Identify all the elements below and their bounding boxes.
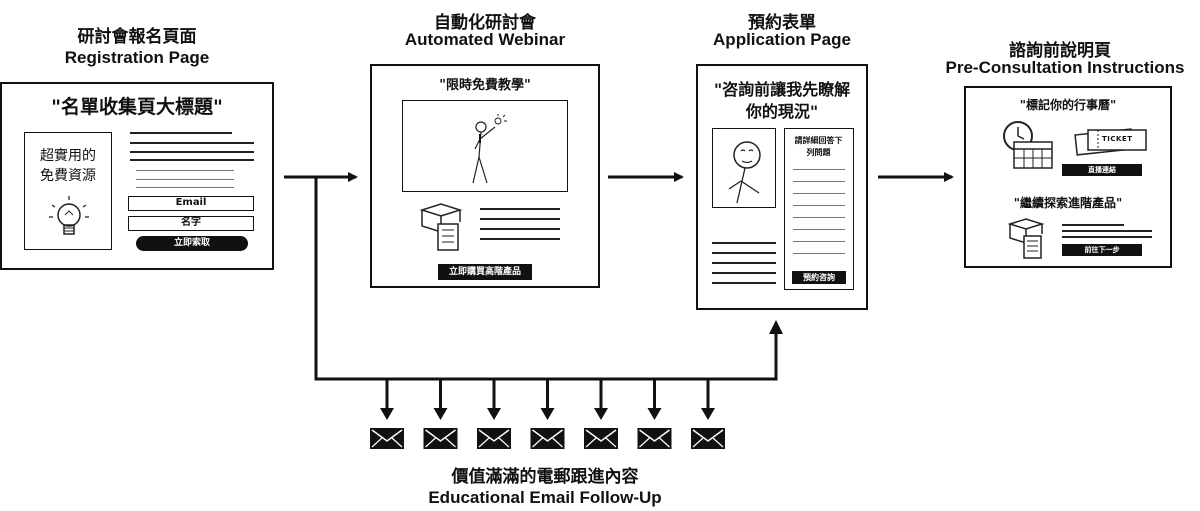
copy-line xyxy=(480,238,560,240)
copy-line xyxy=(1062,224,1124,226)
freebie-line-2: 免費資源 xyxy=(40,168,96,184)
webinar-headline: "限時免費教學" xyxy=(439,78,531,93)
form-answer-line[interactable] xyxy=(793,241,845,242)
application-title-en: Application Page xyxy=(713,30,851,49)
arrow-email-to-application xyxy=(769,320,783,334)
email-drop-arrowhead xyxy=(594,408,608,420)
livestream-link-button[interactable]: 直播連結 xyxy=(1062,164,1142,176)
copy-line xyxy=(480,228,560,230)
envelope-icon xyxy=(370,428,404,449)
envelope-icon xyxy=(584,428,618,449)
calendar-clock-icon xyxy=(1003,121,1053,169)
video-player[interactable] xyxy=(402,100,568,192)
email-drop-arrowhead xyxy=(380,408,394,420)
form-answer-line[interactable] xyxy=(793,181,845,182)
application-page-card: "咨詢前讓我先瞭解 你的現況" 請詳細回答下 列問題 預約咨詢 xyxy=(696,64,868,310)
email-field[interactable]: Email xyxy=(128,196,254,211)
email-followup-title-zh: 價值滿滿的電郵跟進內容 xyxy=(451,467,639,487)
bullet-line xyxy=(136,170,234,171)
copy-line xyxy=(480,218,560,220)
form-answer-line[interactable] xyxy=(793,229,845,230)
email-drop-arrowhead xyxy=(647,408,662,420)
email-drop-arrows xyxy=(380,379,715,420)
book-consultation-button[interactable]: 預約咨詢 xyxy=(792,271,846,284)
form-answer-line[interactable] xyxy=(793,217,845,218)
email-icons xyxy=(370,428,725,449)
preconsult-title-zh: 諮詢前說明頁 xyxy=(1009,41,1111,61)
email-drop-arrowhead xyxy=(487,408,501,420)
freebie-line-1: 超實用的 xyxy=(40,148,96,164)
application-headline-2: 你的現況" xyxy=(745,102,819,121)
application-title-zh: 預約表單 xyxy=(748,13,816,33)
copy-line xyxy=(130,132,232,134)
copy-line xyxy=(712,272,776,274)
webinar-page-card: "限時免費教學" 立即購買高階產品 xyxy=(370,64,600,288)
preconsult-headline-1: "標記你的行事曆" xyxy=(1019,98,1117,112)
presenter-figure-icon xyxy=(472,114,507,184)
form-answer-line[interactable] xyxy=(793,169,845,170)
preconsult-page-card: "標記你的行事曆" TICKET 直播連結 "繼續探索進階產品" 前往下一步 xyxy=(964,86,1172,268)
envelope-icon xyxy=(637,428,672,449)
copy-line xyxy=(712,242,776,244)
buy-premium-button[interactable]: 立即購買高階產品 xyxy=(438,264,532,280)
email-drop-arrowhead xyxy=(701,408,715,420)
copy-line xyxy=(130,142,254,144)
consultant-photo xyxy=(712,128,776,208)
product-box-icon xyxy=(419,203,463,251)
envelope-icon xyxy=(477,428,511,449)
form-answer-line[interactable] xyxy=(793,253,845,254)
form-title-2: 列問題 xyxy=(806,148,831,157)
copy-line xyxy=(1062,230,1152,232)
preconsult-title-en: Pre-Consultation Instructions xyxy=(945,58,1185,77)
ticket-icon xyxy=(1074,128,1147,156)
application-headline-1: "咨詢前讓我先瞭解 xyxy=(713,80,851,99)
envelope-icon xyxy=(530,428,565,449)
registration-headline: "名單收集頁大標題" xyxy=(51,96,223,118)
form-answer-line[interactable] xyxy=(793,193,845,194)
registration-title-zh: 研討會報名頁面 xyxy=(77,27,197,47)
registration-title-en: Registration Page xyxy=(64,48,210,67)
form-title-1: 請詳細回答下 xyxy=(794,136,843,145)
email-drop-arrowhead xyxy=(540,408,555,420)
copy-line xyxy=(1062,236,1152,238)
copy-line xyxy=(712,252,776,254)
preconsult-headline-2: "繼續探索進階產品" xyxy=(1013,196,1123,210)
email-drop-arrowhead xyxy=(433,408,448,420)
bullet-line xyxy=(136,187,234,188)
copy-line xyxy=(480,208,560,210)
copy-line xyxy=(130,159,254,161)
get-it-now-button[interactable]: 立即索取 xyxy=(136,236,248,251)
next-step-button[interactable]: 前往下一步 xyxy=(1062,244,1142,256)
email-branch-line xyxy=(314,177,778,381)
webinar-title-en: Automated Webinar xyxy=(404,30,566,49)
product-box-icon xyxy=(1007,218,1045,259)
copy-line xyxy=(712,282,776,284)
envelope-icon xyxy=(423,428,458,449)
freebie-box: 超實用的 免費資源 xyxy=(24,132,112,250)
envelope-icon xyxy=(691,428,725,449)
copy-line xyxy=(712,262,776,264)
lightbulb-icon xyxy=(49,196,89,235)
consultant-figure-icon xyxy=(728,141,761,204)
application-form: 請詳細回答下 列問題 預約咨詢 xyxy=(784,128,854,290)
registration-page-card: "名單收集頁大標題" 超實用的 免費資源 Email 名字 立即索取 xyxy=(0,82,274,270)
bullet-line xyxy=(136,179,234,180)
name-field[interactable]: 名字 xyxy=(128,216,254,231)
ticket-label: TICKET xyxy=(1102,135,1133,143)
webinar-title-zh: 自動化研討會 xyxy=(434,13,536,33)
copy-line xyxy=(130,151,254,153)
form-answer-line[interactable] xyxy=(793,205,845,206)
email-followup-title-en: Educational Email Follow-Up xyxy=(428,488,662,507)
